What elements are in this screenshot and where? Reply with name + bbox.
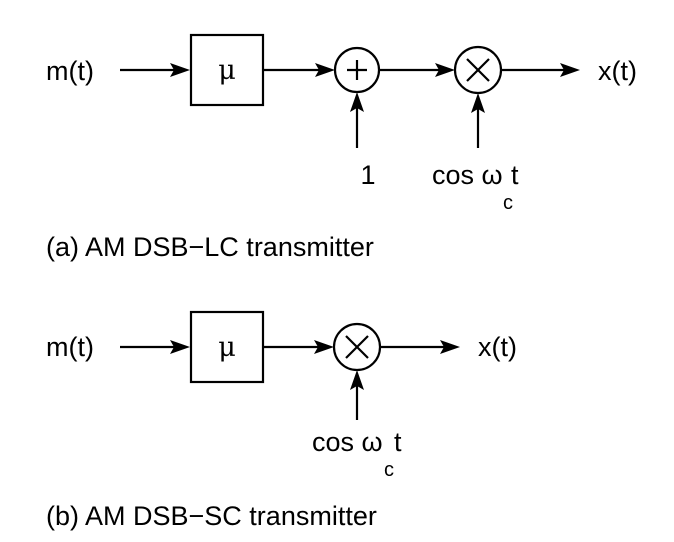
caption-a: (a) AM DSB−LC transmitter xyxy=(46,232,374,262)
arrowhead-carrier-a xyxy=(471,93,485,113)
output-label-b: x(t) xyxy=(478,332,517,362)
gain-symbol-a: μ xyxy=(218,55,236,86)
carrier-cos-label-b: cos ω xyxy=(312,427,383,457)
diagram-b: m(t) μ cos ω t c x(t) (b) AM DSB−SC tran… xyxy=(46,310,517,531)
carrier-t-label-a: t xyxy=(511,160,519,190)
constant-one-label-a: 1 xyxy=(360,160,375,190)
gain-block-b xyxy=(189,310,265,384)
arrowhead-gain-a xyxy=(315,63,335,77)
arrowhead-adder-a xyxy=(435,63,455,77)
arrowhead-carrier-b xyxy=(350,370,364,390)
carrier-cos-label-a: cos ω xyxy=(432,160,503,190)
carrier-subscript-b: c xyxy=(384,459,394,481)
arrowhead-output-b xyxy=(440,340,460,354)
arrowhead-gain-b xyxy=(314,340,334,354)
multiplier-icon-a xyxy=(453,45,503,95)
input-label-a: m(t) xyxy=(46,56,94,86)
arrowhead-input-b xyxy=(170,340,190,354)
carrier-subscript-a: c xyxy=(503,192,513,214)
arrowhead-constant-a xyxy=(350,92,364,112)
multiplier-icon-b xyxy=(332,322,382,372)
output-label-a: x(t) xyxy=(598,56,637,86)
input-label-b: m(t) xyxy=(46,332,94,362)
arrowhead-input-a xyxy=(170,63,190,77)
arrowhead-output-a xyxy=(560,63,580,77)
adder-icon xyxy=(333,46,381,94)
caption-b: (b) AM DSB−SC transmitter xyxy=(46,501,377,531)
diagram-a: m(t) μ 1 cos ω t c x(t) (a) AM DSB− xyxy=(46,33,637,262)
carrier-t-label-b: t xyxy=(394,427,402,457)
gain-symbol-b: μ xyxy=(218,332,236,363)
